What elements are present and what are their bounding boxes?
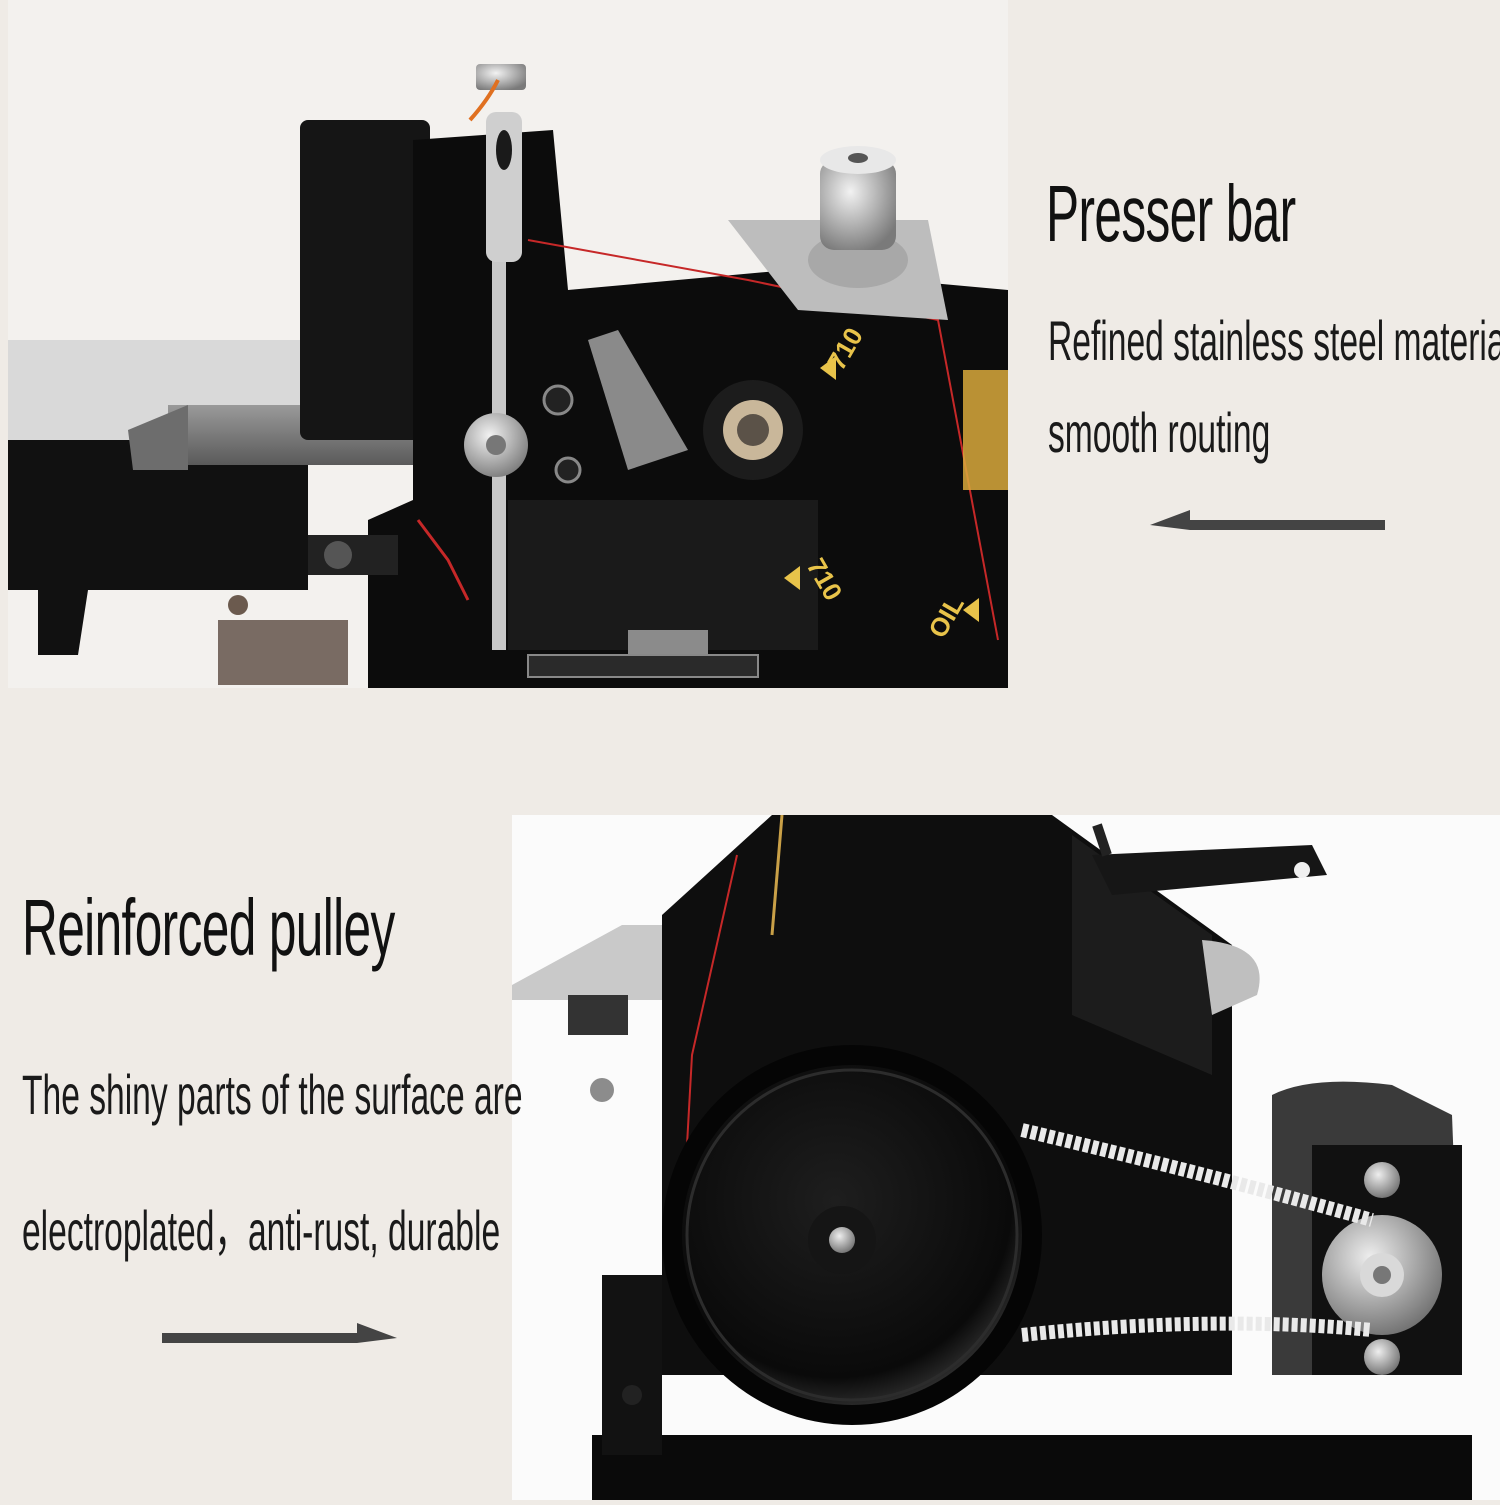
presser-bar-photo: 710 710 OIL xyxy=(8,0,1008,688)
arrow-left-icon xyxy=(1150,505,1385,540)
presser-bar-title: Presser bar xyxy=(1046,169,1296,258)
presser-bar-description-line2: smooth routing xyxy=(1048,401,1271,464)
pulley-photo xyxy=(512,814,1500,1500)
pulley-description-line2: electroplated，anti-rust, durable xyxy=(22,1199,501,1262)
pulley-title: Reinforced pulley xyxy=(22,883,395,972)
presser-bar-description-line1: Refined stainless steel material, xyxy=(1048,309,1500,372)
arrow-right-icon xyxy=(162,1318,397,1353)
pulley-description-line1: The shiny parts of the surface are xyxy=(22,1063,523,1126)
